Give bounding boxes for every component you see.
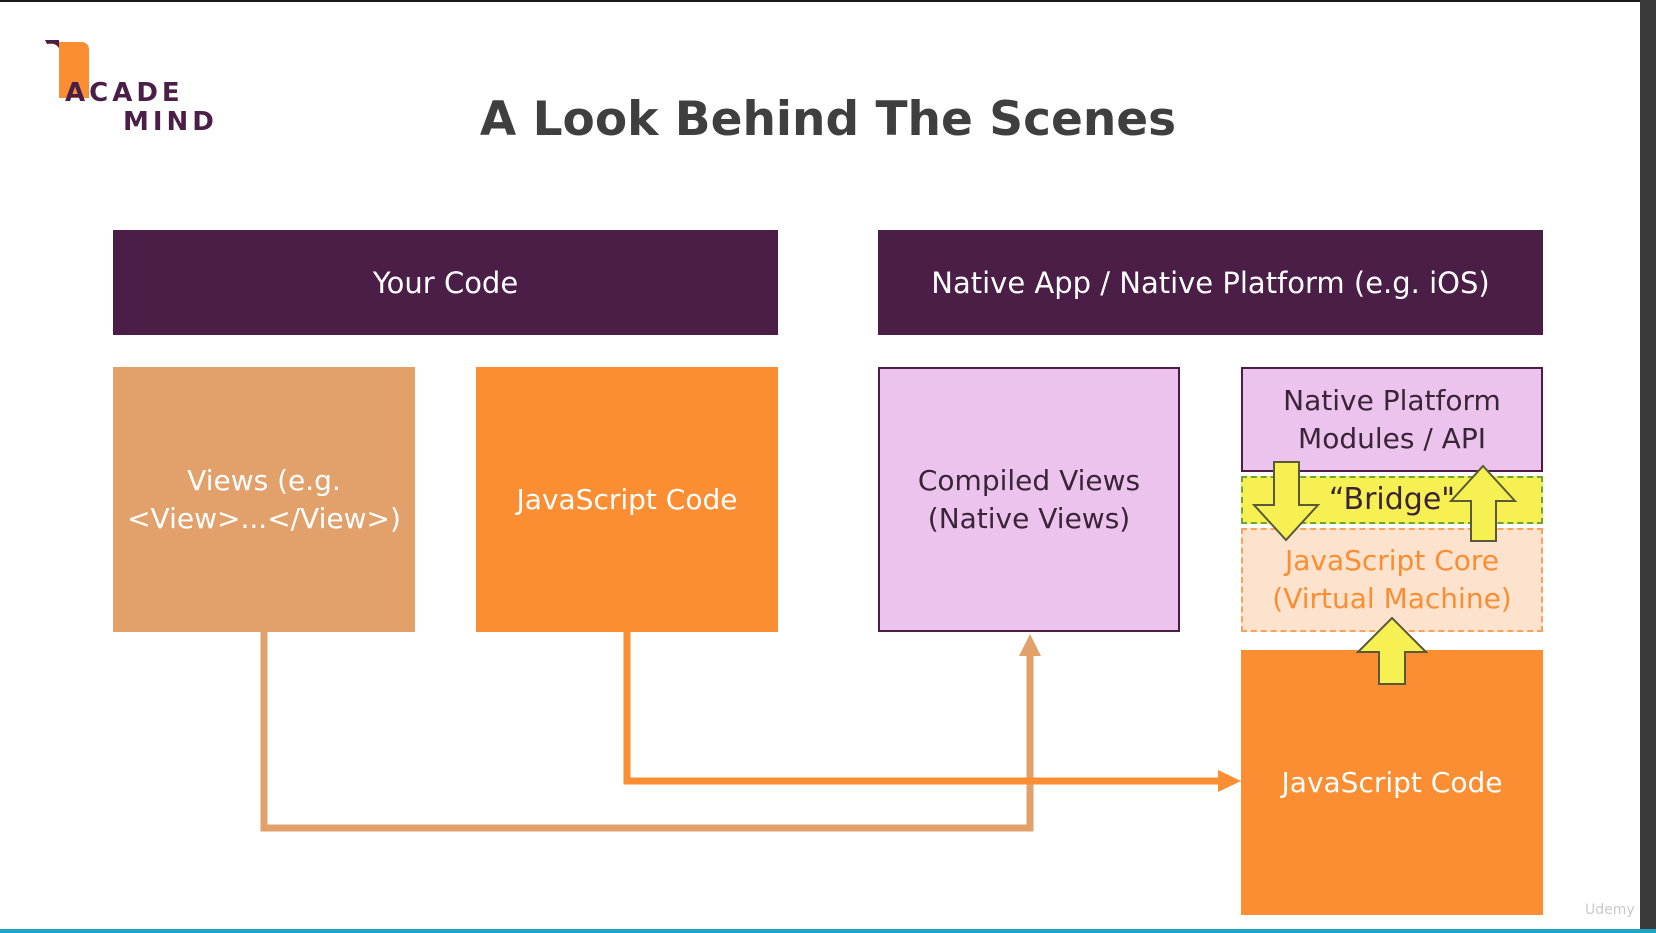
native-modules-line2: Modules / API (1298, 421, 1486, 455)
javascript-code-left-label: JavaScript Code (516, 482, 738, 516)
compiled-views-box: Compiled Views (Native Views) (878, 367, 1180, 632)
js-code-right-arrowhead (1218, 770, 1241, 792)
javascript-core-line2: (Virtual Machine) (1272, 582, 1512, 615)
top-edge (0, 0, 1656, 2)
bottom-bar (0, 929, 1656, 933)
header-your-code-label: Your Code (372, 265, 519, 300)
compiled-views-line1: Compiled Views (917, 463, 1141, 497)
views-line2: <View>...</View>) (127, 501, 401, 535)
udemy-watermark: Udemy (1585, 902, 1635, 918)
javascript-core-box: JavaScript Core (Virtual Machine) (1241, 528, 1543, 632)
views-line1: Views (e.g. (187, 463, 341, 497)
academind-logo: ACADE MIND (45, 40, 215, 140)
bridge-up-arrow-icon (1448, 464, 1518, 542)
bookmark-icon (45, 40, 89, 98)
javascript-code-box-left: JavaScript Code (476, 367, 778, 632)
native-modules-box: Native Platform Modules / API (1241, 367, 1543, 472)
views-to-compiled-connector (260, 632, 1034, 832)
right-edge (1640, 0, 1656, 933)
bridge-down-arrow-icon (1251, 461, 1321, 542)
javascript-core-line1: JavaScript Core (1284, 544, 1500, 577)
header-native-platform: Native App / Native Platform (e.g. iOS) (878, 230, 1543, 335)
header-your-code: Your Code (113, 230, 778, 335)
logo-text-line1: ACADE (65, 78, 184, 108)
bridge-label: “Bridge" (1328, 482, 1456, 517)
js-to-js-connector (623, 632, 1222, 785)
compiled-views-line2: (Native Views) (927, 501, 1131, 535)
native-modules-line1: Native Platform (1283, 383, 1501, 417)
views-box: Views (e.g. <View>...</View>) (113, 367, 415, 632)
compiled-views-arrowhead (1019, 634, 1041, 656)
slide-title: A Look Behind The Scenes (479, 92, 1177, 147)
logo-text-line2: MIND (123, 107, 218, 137)
javascript-code-box-right: JavaScript Code (1241, 650, 1543, 915)
core-up-arrow-icon (1355, 616, 1429, 685)
header-native-label: Native App / Native Platform (e.g. iOS) (931, 265, 1490, 300)
javascript-code-right-label: JavaScript Code (1281, 765, 1503, 799)
